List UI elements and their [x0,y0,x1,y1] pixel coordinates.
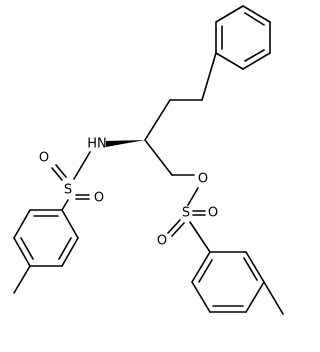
o-s-bond [187,187,199,206]
o-right-right-label: O [208,206,218,221]
o-left-top-label: O [39,151,49,166]
nh-label: HN [87,137,107,152]
stereo-wedge-bond [106,140,145,147]
phenyl-ring [215,5,271,70]
s-left-label: S [64,183,72,198]
o-right-left-label: O [157,234,167,249]
sulfonate-group [167,210,211,253]
o-ester-label: O [198,172,208,187]
chemical-structure: HN S O O O S O O [13,5,284,315]
s-right-label: S [182,206,190,221]
o-left-bottom-label: O [94,191,104,206]
left-tolyl-ring [13,209,79,294]
sulfonamide-group [51,151,91,211]
carbon-chain [144,52,217,176]
right-tolyl-ring [191,251,284,315]
